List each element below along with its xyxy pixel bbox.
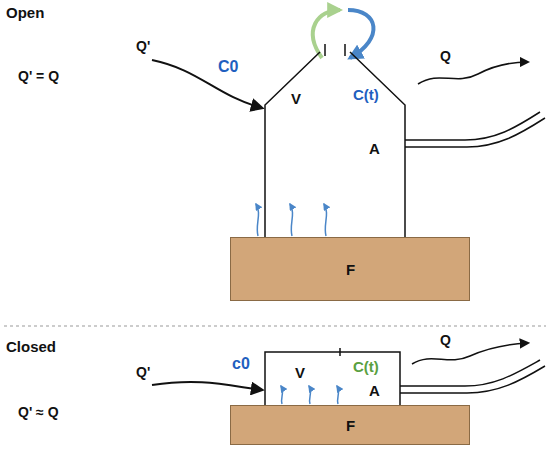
panel-divider [4, 326, 546, 327]
vent-mark [339, 348, 341, 356]
soil-flux-arrow [337, 386, 339, 404]
soil-flux-label: F [346, 417, 355, 434]
ambient-concentration: c0 [232, 355, 250, 372]
soil-block: F [230, 237, 470, 301]
outflow-arrow [412, 343, 528, 364]
soil-block: F [230, 405, 470, 445]
inflow-label: Q' [136, 38, 150, 54]
vent-edge [344, 44, 346, 56]
panel-title-holder: Closed [6, 338, 56, 355]
soil-flux-arrow [309, 386, 311, 404]
outflow-label: Q [440, 332, 451, 348]
flow-equation-holder: Q' = Q [18, 68, 59, 84]
chamber-wall [265, 352, 400, 405]
outflow-tube [405, 118, 545, 147]
panel-title-holder: Open [6, 4, 44, 21]
panel-title: Closed [6, 338, 56, 355]
panel-title: Open [6, 4, 44, 21]
chamber-wall [350, 52, 405, 237]
soil-flux-arrow [324, 204, 327, 236]
outflow-arrow [418, 62, 528, 84]
node-text-holder: V [291, 90, 301, 107]
node-text-holder: F [346, 261, 355, 278]
vent-circulation-blue [348, 10, 373, 58]
vent-edge [324, 44, 326, 56]
inflow-arrow [152, 382, 262, 390]
chamber-label: C(t) [353, 358, 379, 375]
chamber-label: V [291, 90, 301, 107]
node-text-holder: A [369, 140, 380, 157]
chamber-label: A [369, 382, 380, 399]
node-text-holder: F [346, 417, 355, 434]
outflow-label-holder: Q [440, 48, 451, 64]
inflow-label-holder: Q' [136, 364, 150, 380]
ambient-concentration-holder: C0 [218, 58, 238, 76]
outflow-tube [400, 366, 545, 393]
vent-circulation-green [313, 10, 340, 58]
ambient-concentration-holder: c0 [232, 355, 250, 373]
flow-equation: Q' ≈ Q [18, 404, 59, 420]
node-text-holder: V [295, 364, 305, 381]
ambient-concentration: C0 [218, 58, 238, 75]
chamber-wall [265, 52, 320, 237]
flow-equation: Q' = Q [18, 68, 59, 84]
inflow-label-holder: Q' [136, 38, 150, 54]
soil-flux-arrow [290, 204, 293, 236]
chamber-open: V C(t) A [265, 40, 405, 237]
flow-equation-holder: Q' ≈ Q [18, 404, 59, 420]
node-text-holder: C(t) [353, 358, 379, 375]
chamber-outline [265, 40, 405, 237]
outflow-tube [400, 360, 540, 386]
soil-flux-arrow [281, 386, 283, 404]
node-text-holder: C(t) [353, 86, 379, 103]
node-text-holder: A [369, 382, 380, 399]
inflow-label: Q' [136, 364, 150, 380]
inflow-arrow [152, 60, 262, 108]
outflow-tube [405, 112, 540, 140]
chamber-label: A [369, 140, 380, 157]
soil-flux-label: F [346, 261, 355, 278]
chamber-closed: V C(t) A [265, 352, 400, 405]
chamber-label: C(t) [353, 86, 379, 103]
outflow-label: Q [440, 48, 451, 64]
soil-flux-arrow [256, 204, 259, 236]
outflow-label-holder: Q [440, 332, 451, 348]
chamber-label: V [295, 364, 305, 381]
